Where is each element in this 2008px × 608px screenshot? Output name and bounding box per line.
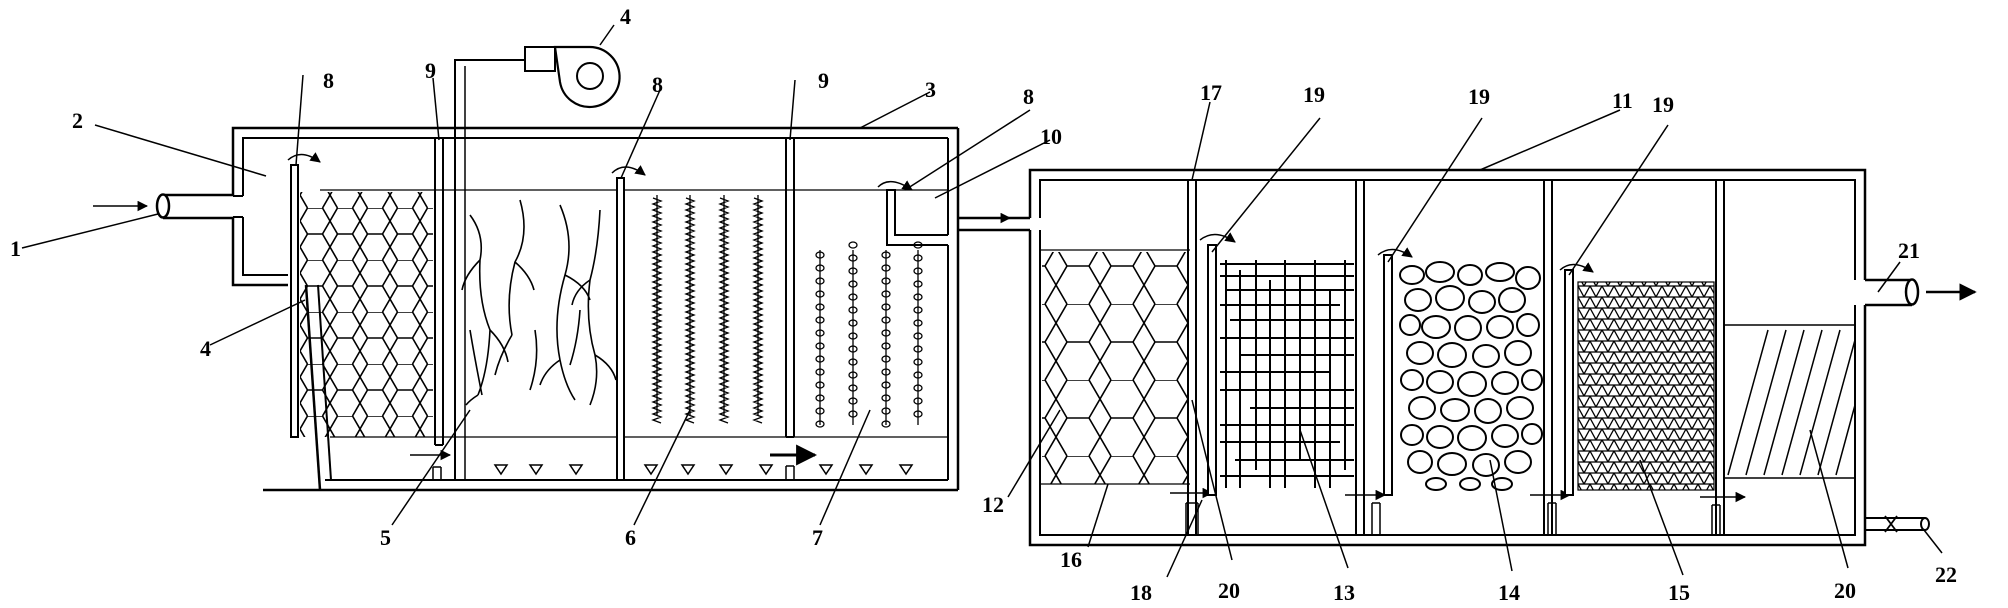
- label-4-media: 4: [200, 336, 211, 361]
- unit-one: [93, 45, 1030, 492]
- anaerobic-tank-wall: [263, 128, 960, 492]
- label-21: 21: [1898, 238, 1920, 263]
- label-1: 1: [10, 236, 21, 261]
- blower: [454, 45, 621, 480]
- aerators-zone-6: [643, 464, 774, 476]
- label-7: 7: [812, 525, 823, 550]
- label-5: 5: [380, 525, 391, 550]
- label-17: 17: [1200, 80, 1222, 105]
- callout-labels: 1 2 8 9 4 4 5 8 6 9 3 7 8 10 17 19 19 11…: [10, 4, 1957, 605]
- label-8-second: 8: [652, 72, 663, 97]
- partition-wall-13-14: [1345, 180, 1387, 535]
- outlet-channel: [877, 180, 1030, 246]
- label-20-first: 20: [1218, 578, 1240, 603]
- partition-wall-1: [410, 138, 452, 480]
- overflow-baffle-19a: [1199, 232, 1236, 496]
- label-8-first: 8: [323, 68, 334, 93]
- overflow-baffle-19c: [1559, 262, 1594, 496]
- fine-media-filter-chamber: [1577, 281, 1715, 491]
- distribution-box: [231, 126, 958, 287]
- unit-two: [1028, 168, 1977, 547]
- label-13: 13: [1333, 580, 1355, 605]
- label-2: 2: [72, 108, 83, 133]
- label-19-first: 19: [1303, 82, 1325, 107]
- bead-filler-zone: [815, 241, 923, 428]
- gravel-filter-chamber: [1399, 261, 1543, 491]
- label-20-second: 20: [1834, 578, 1856, 603]
- label-3: 3: [925, 77, 936, 102]
- overflow-baffle-1: [287, 152, 321, 438]
- aerators-zone-7: [818, 464, 914, 476]
- leader-lines: [21, 24, 1943, 578]
- overflow-baffle-2: [611, 165, 646, 481]
- label-14: 14: [1498, 580, 1520, 605]
- label-19-third: 19: [1652, 92, 1674, 117]
- spring-filler-zone: [651, 195, 763, 424]
- label-10: 10: [1040, 124, 1062, 149]
- label-9-first: 9: [425, 58, 436, 83]
- label-4-blower: 4: [620, 4, 631, 29]
- partition-wall-14-15: [1530, 180, 1572, 535]
- inlet-pipe: [93, 193, 233, 220]
- outlet-pipe: [1865, 278, 1977, 307]
- label-16: 16: [1060, 547, 1082, 572]
- label-19-second: 19: [1468, 84, 1490, 109]
- inclined-plate-chamber: [1724, 324, 1856, 479]
- honeycomb-media-chamber: [300, 192, 433, 437]
- label-18: 18: [1130, 580, 1152, 605]
- label-8-third: 8: [1023, 84, 1034, 109]
- partition-wall-15-20: [1700, 180, 1747, 535]
- label-11: 11: [1612, 88, 1633, 113]
- label-6: 6: [625, 525, 636, 550]
- partition-wall-2: [785, 138, 795, 480]
- aerators-zone-5: [493, 464, 584, 476]
- mesh-filter-chamber: [1220, 260, 1354, 488]
- honeycomb-filter-chamber: [1042, 252, 1188, 484]
- label-9-second: 9: [818, 68, 829, 93]
- label-12: 12: [982, 492, 1004, 517]
- label-15: 15: [1668, 580, 1690, 605]
- fiber-media-zone: [461, 199, 617, 406]
- label-22: 22: [1935, 562, 1957, 587]
- partition-wall-17: [1187, 180, 1197, 535]
- overflow-baffle-19b: [1377, 247, 1413, 496]
- drain-pipe: [1865, 515, 1930, 533]
